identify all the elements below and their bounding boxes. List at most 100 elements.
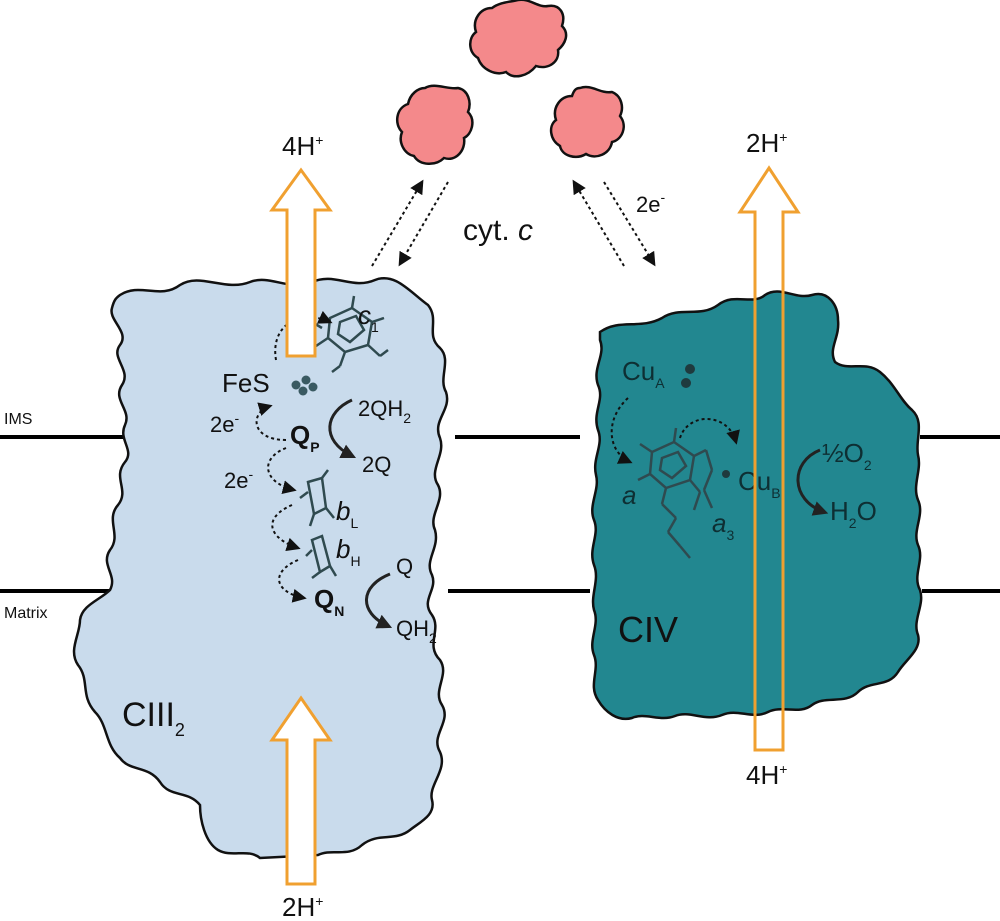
ims-label: IMS <box>4 411 32 428</box>
o2-reaction-arrow <box>796 448 829 516</box>
qp-label: QP <box>290 420 320 455</box>
c1-label-main: c <box>358 300 371 330</box>
cyt-c-electron-main: 2e <box>636 192 660 217</box>
qh2-in-main: 2QH <box>358 396 403 421</box>
cyt-c-electron-sup: - <box>660 189 665 205</box>
qh2-out-label: QH2 <box>396 616 437 646</box>
qh2-out-main: QH <box>396 616 429 641</box>
cyt-c-blob-top <box>469 0 568 78</box>
civ-proton-top-label: 2H+ <box>746 128 787 158</box>
e-path-qp-to-fes <box>255 402 287 441</box>
ciii-proton-top-label: 4H+ <box>282 131 323 161</box>
heme-a3-label: a3 <box>712 508 734 543</box>
ciii-proton-bottom-label: 2H+ <box>282 892 323 921</box>
cub-label-sub: B <box>771 485 780 501</box>
bl-label-main: b <box>336 496 350 526</box>
e-label-1-sup: - <box>234 410 239 426</box>
complex-iii-name-sub: 2 <box>175 720 185 740</box>
h2o-post: O <box>857 496 877 526</box>
ciii-proton-arrow-bottom <box>269 695 333 886</box>
membrane: IMS Matrix <box>0 411 1000 622</box>
cyt-c-arrow-right-up <box>572 179 625 267</box>
fes-label: FeS <box>222 368 270 398</box>
complex-iii-body <box>72 277 449 860</box>
cyt-c-arrow-left-down <box>398 181 449 267</box>
complex-iv-body <box>591 290 923 721</box>
ciii-proton-top-sup: + <box>315 132 323 148</box>
complex-iv-cofactors: CuA a a3 CuB ½O2 H2O CIV <box>610 356 877 650</box>
bl-label-sub: L <box>350 515 358 531</box>
heme-a3-main: a <box>712 508 726 538</box>
ciii-proton-bottom-sup: + <box>315 893 323 909</box>
qh2-out-sub: 2 <box>429 630 437 646</box>
cua-cluster-icon <box>681 364 695 388</box>
civ-proton-arrow <box>737 165 801 752</box>
complex-iii-name-main: CIII <box>122 696 175 734</box>
civ-proton-bottom-sup: + <box>779 761 787 777</box>
h2o-pre: H <box>830 496 849 526</box>
cyt-c-arrow-left-up <box>371 179 424 267</box>
qp-label-main: Q <box>290 420 310 450</box>
e-path-bl-to-bh <box>271 504 301 552</box>
bh-label: bH <box>336 534 361 569</box>
civ-proton-top-sup: + <box>779 129 787 145</box>
cyt-c-label-italic: c <box>518 214 533 247</box>
heme-a3-sub: 3 <box>726 527 734 543</box>
cua-label-sub: A <box>655 375 665 391</box>
e-label-2-sup: - <box>248 466 253 482</box>
h2o-label: H2O <box>830 496 877 531</box>
heme-a-label: a <box>622 480 636 510</box>
qp-label-sub: P <box>310 439 319 455</box>
e-label-2: 2e- <box>224 466 253 493</box>
heme-c1-icon <box>311 295 389 373</box>
ciii-proton-arrow-up <box>269 167 333 358</box>
ciii-proton-bottom-main: 2H <box>282 892 315 921</box>
h2o-sub: 2 <box>849 515 857 531</box>
heme-bh-icon <box>305 534 338 579</box>
heme-a-a3-icon <box>637 427 714 559</box>
cyt-c-group: cyt. c 2e- <box>371 0 665 267</box>
o2-label-main: ½O <box>822 438 864 468</box>
cyt-c-electron-label: 2e- <box>636 189 665 217</box>
cua-label: CuA <box>622 356 665 391</box>
cub-atom-icon <box>722 470 730 478</box>
qn-label-sub: N <box>334 603 344 619</box>
c1-label-sub: 1 <box>371 319 379 335</box>
ciii-proton-top-main: 4H <box>282 131 315 161</box>
civ-proton-top-main: 2H <box>746 128 779 158</box>
complex-iii-name: CIII2 <box>122 696 185 740</box>
qn-reaction-arrow <box>365 572 393 629</box>
cyt-c-blob-right <box>549 85 625 158</box>
qh2-in-sub: 2 <box>403 410 411 426</box>
proton-arrows: 4H+ 2H+ 2H+ 4H+ <box>269 128 801 921</box>
civ-proton-bottom-main: 4H <box>746 760 779 790</box>
complex-iv-name: CIV <box>618 609 678 650</box>
q-out-label: 2Q <box>362 452 391 477</box>
bh-label-main: b <box>336 534 350 564</box>
qn-label-main: Q <box>314 584 334 614</box>
q-in-label: Q <box>396 554 413 579</box>
e-path-cua-to-a <box>610 397 633 464</box>
e-label-2-main: 2e <box>224 468 248 493</box>
civ-proton-bottom-label: 4H+ <box>746 760 787 790</box>
cua-label-main: Cu <box>622 356 655 386</box>
cyt-c-arrow-right-down <box>603 181 656 267</box>
bl-label: bL <box>336 496 358 531</box>
heme-bl-icon <box>299 469 335 527</box>
cyt-c-blob-left <box>395 84 474 165</box>
bh-label-sub: H <box>350 553 360 569</box>
e-path-qp-to-bl <box>267 447 297 495</box>
qn-label: QN <box>314 584 344 619</box>
o2-label-sub: 2 <box>864 457 872 473</box>
e-path-a-to-a3 <box>679 418 740 445</box>
cyt-c-label-main: cyt. <box>463 214 518 247</box>
qp-reaction-arrow <box>328 398 357 459</box>
e-path-bh-to-qn <box>278 559 307 603</box>
matrix-label: Matrix <box>4 605 48 622</box>
cyt-c-label: cyt. c <box>463 214 533 247</box>
qh2-in-label: 2QH2 <box>358 396 411 426</box>
e-label-1: 2e- <box>210 410 239 437</box>
e-label-1-main: 2e <box>210 412 234 437</box>
o2-label: ½O2 <box>822 438 872 473</box>
